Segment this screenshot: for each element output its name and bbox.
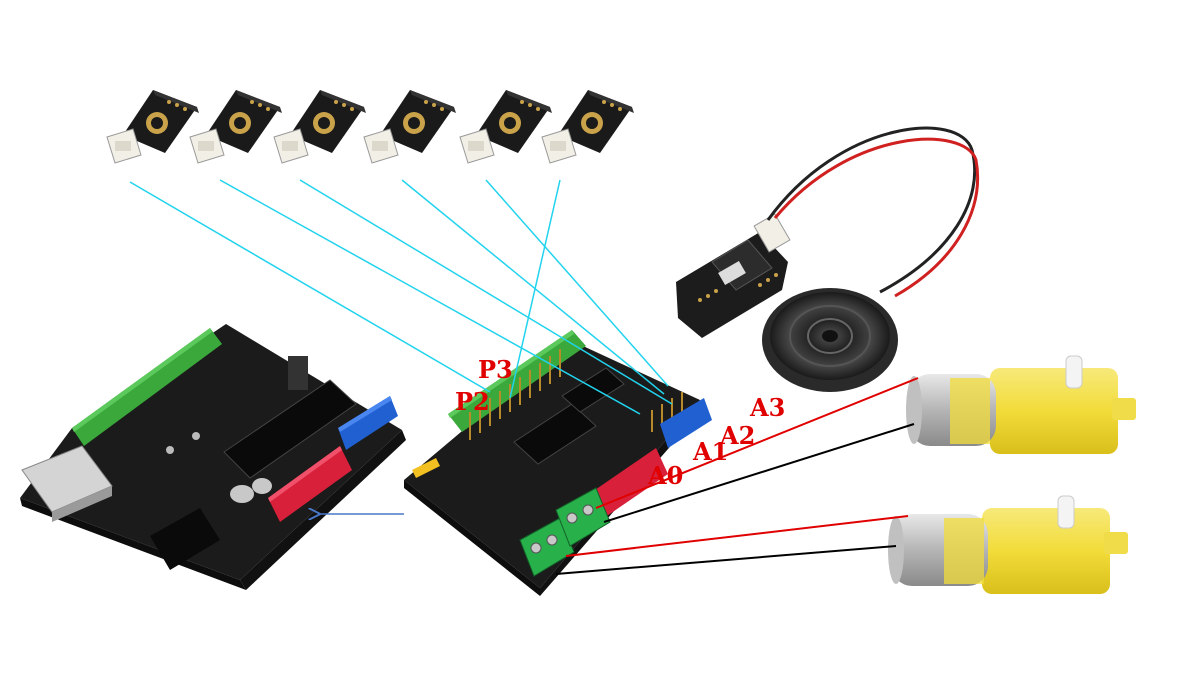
sensor-array <box>106 90 634 164</box>
sensor-wire-1 <box>129 181 491 393</box>
label-a0: A0 <box>647 461 683 490</box>
gear-motor-2 <box>888 495 1128 594</box>
motor-2-black-wire <box>555 545 897 575</box>
label-a3: A3 <box>749 393 785 422</box>
line-sensor-3 <box>273 90 366 164</box>
sensor-wires <box>129 179 673 415</box>
speaker-wires <box>766 126 979 298</box>
sensor-wire-6 <box>509 179 561 399</box>
label-a2: A2 <box>719 421 755 450</box>
label-p2: P2 <box>455 387 490 416</box>
label-a1: A1 <box>692 437 728 466</box>
speaker <box>762 288 898 392</box>
line-sensor-6 <box>541 90 634 164</box>
motor-1-red-wire <box>595 377 919 509</box>
gear-motor-1 <box>906 355 1136 454</box>
sensor-wire-2 <box>219 179 641 415</box>
mp3-module <box>676 213 791 338</box>
motor-2-red-wire <box>565 515 909 557</box>
motor-wires <box>555 377 919 575</box>
line-sensor-4 <box>363 90 456 164</box>
label-p3: P3 <box>478 355 513 384</box>
sensor-wire-3 <box>299 179 673 405</box>
controller-board <box>20 324 406 590</box>
motor-1-black-wire <box>603 423 915 523</box>
sensor-wire-5 <box>485 179 669 387</box>
line-sensor-5 <box>459 90 552 164</box>
line-sensor-2 <box>189 90 282 164</box>
sensor-wire-4 <box>401 179 665 395</box>
line-sensor-1 <box>106 90 199 164</box>
